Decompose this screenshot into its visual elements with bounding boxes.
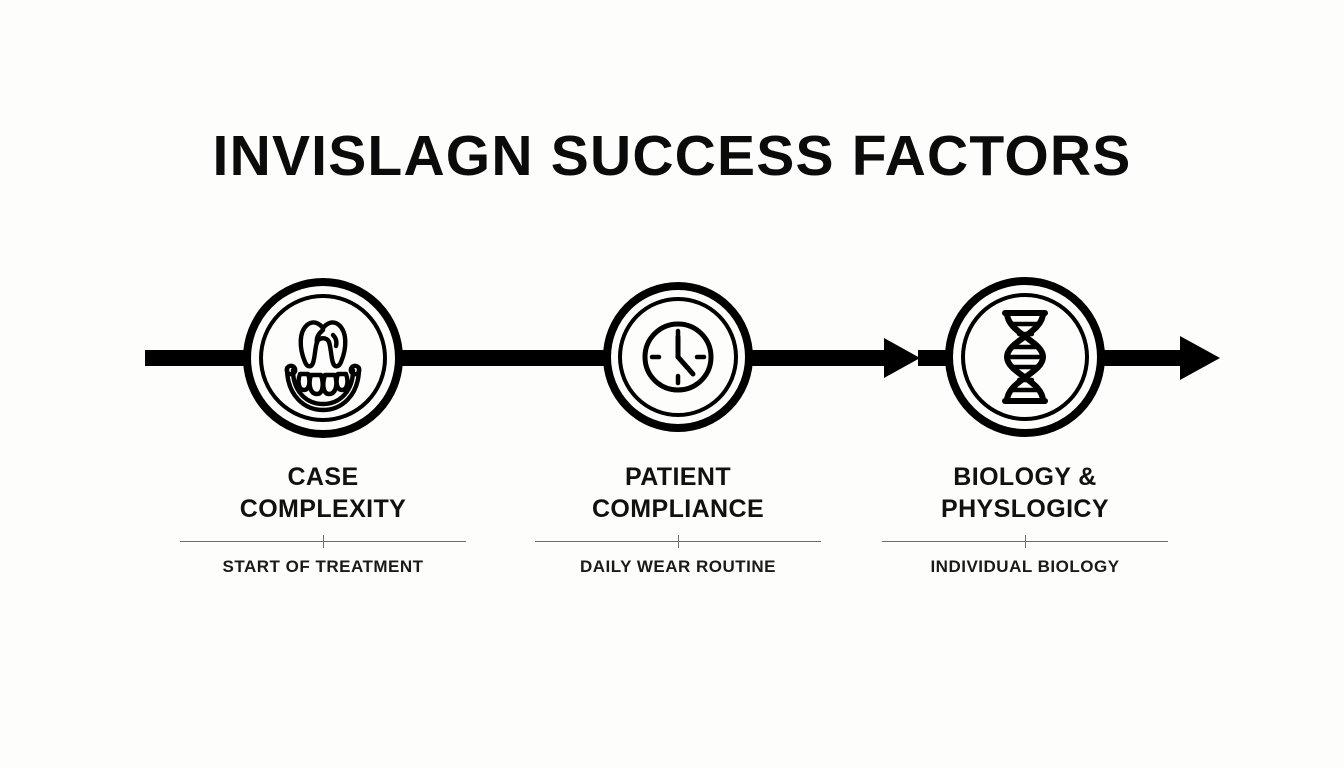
stage-2-title-line2: COMPLIANCE bbox=[591, 495, 765, 523]
stage-1-subtitle: START OF TREATMENT bbox=[222, 557, 424, 576]
clock-icon bbox=[642, 321, 714, 393]
stage-caption-3: BIOLOGY & PHYSLOGICY INDIVIDUAL BIOLOGY bbox=[860, 461, 1190, 578]
stage-node-2[interactable] bbox=[603, 282, 753, 432]
flow-segment-1-2 bbox=[392, 350, 614, 366]
node-outer-ring bbox=[243, 278, 403, 438]
node-inner-ring bbox=[961, 293, 1089, 421]
stage-node-3[interactable] bbox=[945, 277, 1105, 437]
divider-tick bbox=[1025, 535, 1026, 548]
stage-3-title-line2: PHYSLOGICY bbox=[941, 495, 1109, 523]
node-inner-ring bbox=[618, 297, 738, 417]
tooth-and-dental-arch-icon bbox=[284, 320, 362, 413]
stage-3-title-line1: BIOLOGY & bbox=[953, 463, 1097, 491]
stage-2-subtitle: DAILY WEAR ROUTINE bbox=[579, 557, 777, 576]
stage-3-subtitle: INDIVIDUAL BIOLOGY bbox=[930, 557, 1120, 576]
stage-3-divider bbox=[882, 535, 1168, 548]
page-title: INVISLAGN SUCCESS FACTORS bbox=[212, 124, 1132, 188]
flow-segment-end bbox=[1094, 350, 1192, 366]
stage-1-title-line2: COMPLEXITY bbox=[239, 495, 407, 523]
stage-caption-1: CASE COMPLEXITY START OF TREATMENT bbox=[158, 461, 488, 578]
node-inner-ring bbox=[259, 294, 387, 422]
flow-segment-start bbox=[145, 350, 255, 366]
divider-tick bbox=[678, 535, 679, 548]
stage-1-title-line1: CASE bbox=[287, 463, 359, 491]
arrowhead-icon-end bbox=[1180, 336, 1220, 380]
divider-tick bbox=[323, 535, 324, 548]
dna-helix-icon bbox=[1002, 310, 1048, 404]
flow-segment-2-3 bbox=[742, 350, 892, 366]
arrowhead-icon-mid bbox=[884, 338, 920, 378]
stage-2-divider bbox=[535, 535, 821, 548]
stage-caption-2: PATIENT COMPLIANCE DAILY WEAR ROUTINE bbox=[513, 461, 843, 578]
stage-1-divider bbox=[180, 535, 466, 548]
stage-2-title-line1: PATIENT bbox=[624, 463, 732, 491]
stage-node-1[interactable] bbox=[243, 278, 403, 438]
